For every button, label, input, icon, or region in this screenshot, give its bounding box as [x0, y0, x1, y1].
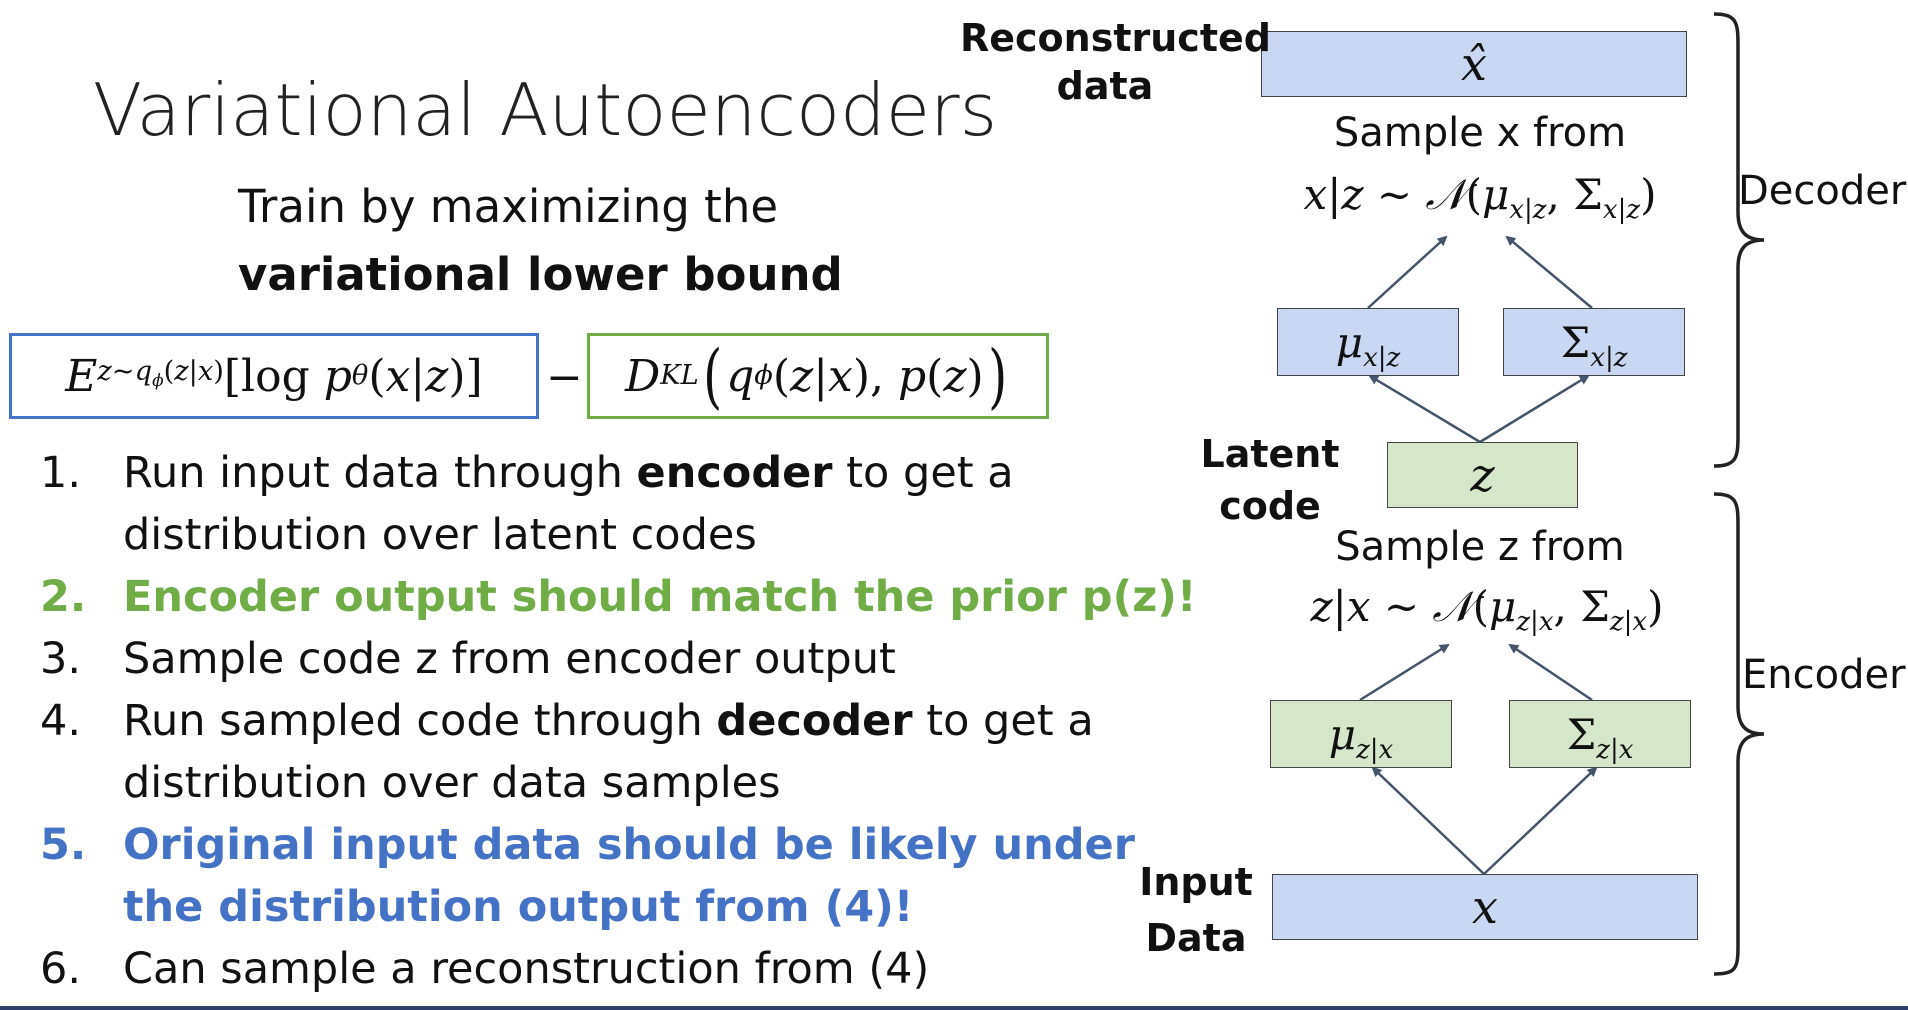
- sample-z-text: Sample z from: [1335, 524, 1625, 570]
- node-reconstructed-x-hat: x̂: [1261, 31, 1687, 97]
- node-sigma-z-given-x: Σz|x: [1509, 700, 1691, 768]
- node-latent-z: z: [1387, 442, 1578, 508]
- step-text: to get a: [912, 696, 1094, 746]
- step-1-continued: distribution over latent codes: [40, 504, 1080, 566]
- sample-x-text: Sample x from: [1333, 110, 1627, 156]
- step-number: 2.: [40, 572, 87, 622]
- encoder-label: Encoder: [1742, 652, 1906, 698]
- step-text: to get a: [832, 448, 1014, 498]
- arrow-mu-x-to-sampler: [1367, 235, 1448, 309]
- step-text: Original input data should be likely und…: [123, 820, 1135, 870]
- subtitle-line-2: variational lower bound: [238, 248, 843, 301]
- node-mu-x-given-z: μx|z: [1277, 308, 1459, 376]
- step-text: Run input data through: [123, 448, 637, 498]
- arrow-x-to-mu-z: [1371, 766, 1485, 875]
- arrow-sigma-x-to-sampler: [1505, 235, 1593, 309]
- arrow-mu-z-to-sampler: [1359, 643, 1450, 702]
- minus-operator: −: [546, 352, 583, 403]
- slide-title: Variational Autoencoders: [92, 68, 998, 152]
- step-number: 5.: [40, 820, 87, 870]
- reconstructed-data-label: Reconstructed data: [960, 16, 1271, 108]
- step-text: Sample code z from encoder output: [123, 634, 896, 684]
- step-6: 6. Can sample a reconstruction from (4): [40, 938, 1080, 1000]
- decoder-brace: [1713, 12, 1765, 468]
- arrow-x-to-sigma-z: [1483, 766, 1598, 875]
- step-2: 2. Encoder output should match the prior…: [40, 566, 1197, 628]
- subtitle-line-1: Train by maximizing the: [238, 180, 779, 233]
- slide-bottom-border: [0, 1006, 1908, 1010]
- steps-list: 1. Run input data through encoder to get…: [40, 442, 1197, 1000]
- step-5-continued: the distribution output from (4)!: [40, 876, 1080, 938]
- step-text: the distribution output from (4)!: [123, 882, 914, 932]
- step-number: 3.: [40, 634, 82, 684]
- input-data-label: Input Data: [1139, 860, 1253, 960]
- step-4-continued: distribution over data samples: [40, 752, 1080, 814]
- arrow-z-to-mu-x: [1368, 374, 1481, 444]
- encoder-sampling-formula: z|x ∼ 𝒩(μz|x, Σz|x): [1310, 582, 1664, 638]
- step-5: 5. Original input data should be likely …: [40, 814, 1135, 876]
- step-3: 3. Sample code z from encoder output: [40, 628, 1080, 690]
- node-mu-z-given-x: μz|x: [1270, 700, 1452, 768]
- step-keyword: encoder: [636, 448, 833, 498]
- encoder-brace: [1713, 492, 1765, 976]
- step-keyword: decoder: [716, 696, 913, 746]
- step-1: 1. Run input data through encoder to get…: [40, 442, 1080, 504]
- decoder-sampling-formula: x|z ∼ 𝒩(μx|z, Σx|z): [1303, 170, 1657, 226]
- node-sigma-x-given-z: Σx|z: [1503, 308, 1685, 376]
- step-text: Run sampled code through: [123, 696, 717, 746]
- step-text: distribution over data samples: [123, 758, 781, 808]
- decoder-label: Decoder: [1738, 168, 1907, 214]
- arrow-z-to-sigma-x: [1479, 374, 1590, 444]
- step-number: 1.: [40, 448, 82, 498]
- latent-code-label: Latent code: [1200, 432, 1340, 528]
- step-4: 4. Run sampled code through decoder to g…: [40, 690, 1094, 752]
- step-text: Can sample a reconstruction from (4): [123, 944, 930, 994]
- arrow-sigma-z-to-sampler: [1508, 643, 1593, 702]
- node-input-x: x: [1272, 874, 1698, 940]
- step-number: 6.: [40, 944, 82, 994]
- step-text: Encoder output should match the prior p(…: [123, 572, 1197, 622]
- step-text: distribution over latent codes: [123, 510, 757, 560]
- step-number: 4.: [40, 696, 82, 746]
